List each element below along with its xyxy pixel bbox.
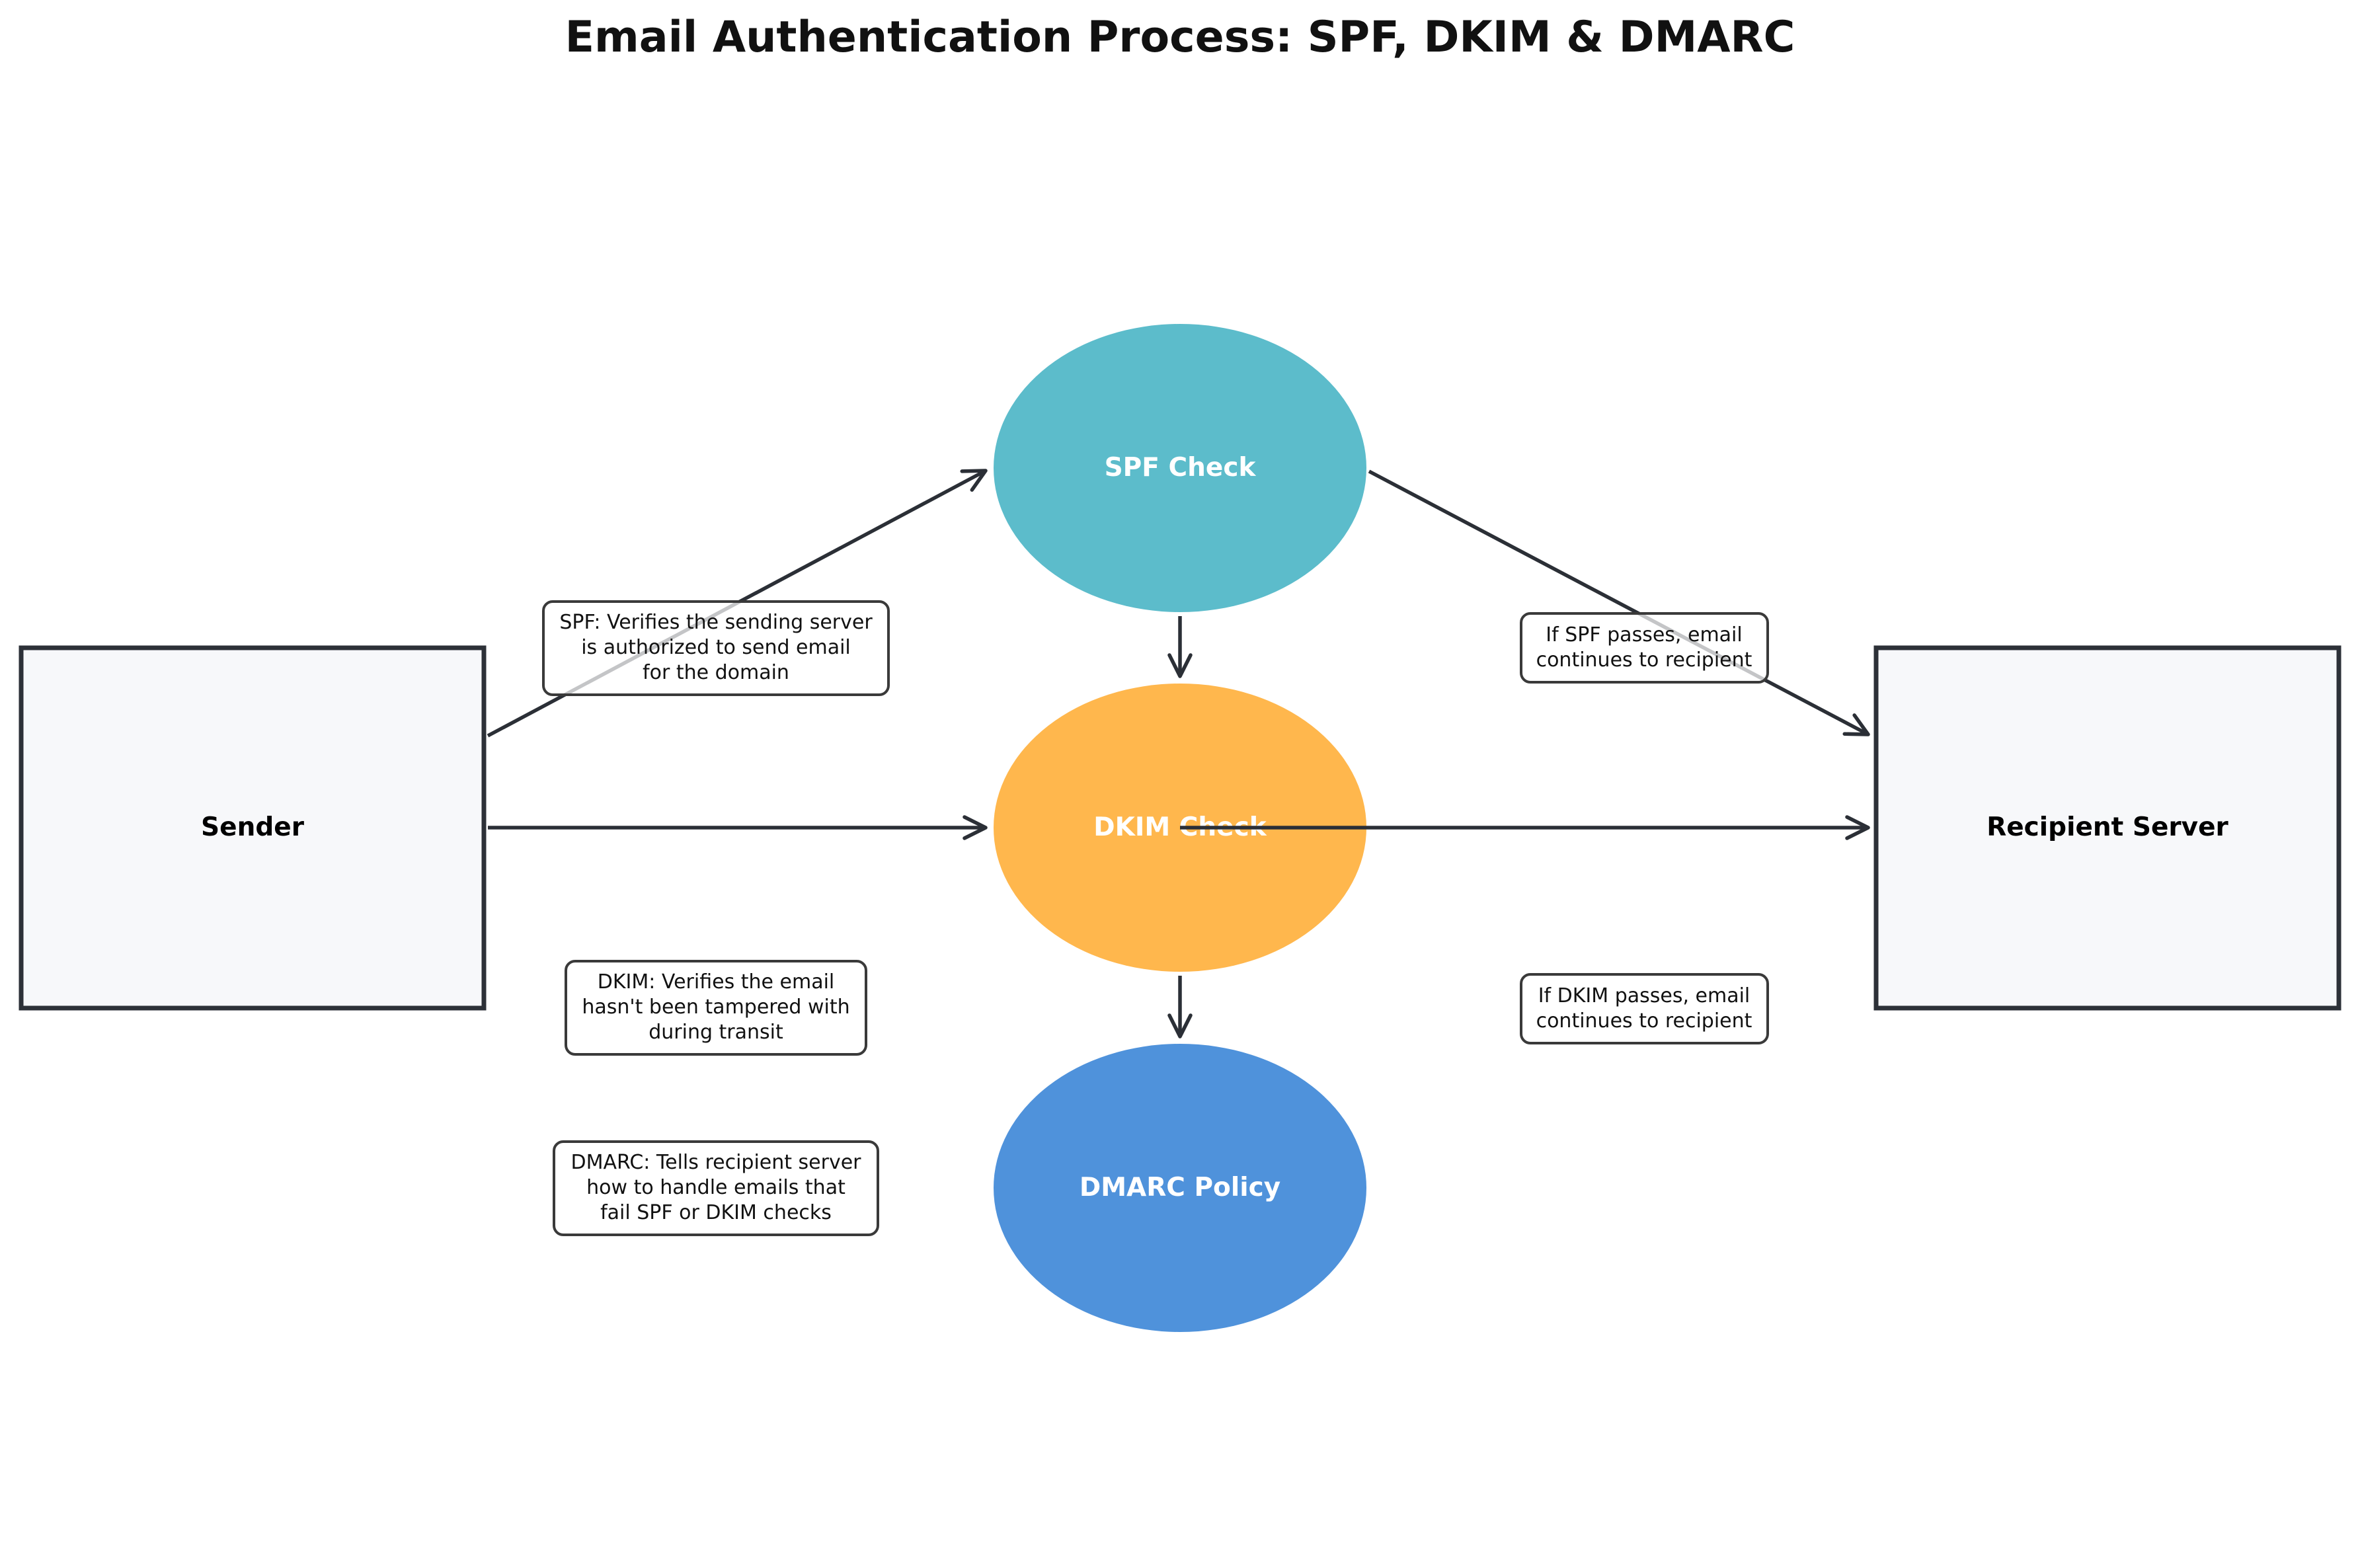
dmarc-ellipse [994,1044,1366,1332]
dmarc-description-note: DMARC: Tells recipient server how to han… [553,1140,879,1236]
spf-pass-note: If SPF passes, email continues to recipi… [1520,612,1769,684]
dkim-pass-line-1: If DKIM passes, email [1538,984,1750,1007]
spf-note-line-2: is authorized to send email [581,636,851,659]
dkim-note-line-2: hasn't been tampered with [582,996,849,1019]
diagram-title: Email Authentication Process: SPF, DKIM … [565,13,1795,62]
recipient-box [1873,645,2341,1011]
dkim-pass-note: If DKIM passes, email continues to recip… [1520,973,1769,1044]
sender-box [19,645,487,1011]
sender-node: Sender [19,645,487,1011]
recipient-node: Recipient Server [1873,645,2341,1011]
dmarc-note-line-1: DMARC: Tells recipient server [570,1151,861,1174]
spf-pass-line-2: continues to recipient [1536,648,1752,672]
dmarc-note-box [553,1140,879,1236]
spf-note-line-3: for the domain [643,661,789,684]
spf-pass-line-1: If SPF passes, email [1546,623,1742,647]
spf-ellipse [994,324,1366,612]
dkim-note-box [565,960,867,1056]
spf-description-note: SPF: Verifies the sending server is auth… [542,600,890,696]
spf-pass-box [1520,612,1769,684]
dkim-note-line-3: during transit [649,1021,783,1044]
edge-spf-to-recipient [1368,469,1870,736]
dmarc-label: DMARC Policy [1080,1173,1280,1202]
dkim-pass-box [1520,973,1769,1044]
dmarc-policy-node: DMARC Policy [994,1044,1366,1332]
spf-check-node: SPF Check [994,324,1366,612]
spf-note-box [542,600,890,696]
dkim-note-line-1: DKIM: Verifies the email [598,970,835,994]
sender-label: Sender [201,812,305,842]
dkim-description-note: DKIM: Verifies the email hasn't been tam… [565,960,867,1056]
recipient-label: Recipient Server [1986,812,2228,842]
dmarc-note-line-2: how to handle emails that [586,1176,846,1199]
spf-label: SPF Check [1105,453,1257,483]
dkim-pass-line-2: continues to recipient [1536,1009,1752,1033]
spf-note-line-1: SPF: Verifies the sending server [559,611,873,634]
dmarc-note-line-3: fail SPF or DKIM checks [600,1201,832,1224]
